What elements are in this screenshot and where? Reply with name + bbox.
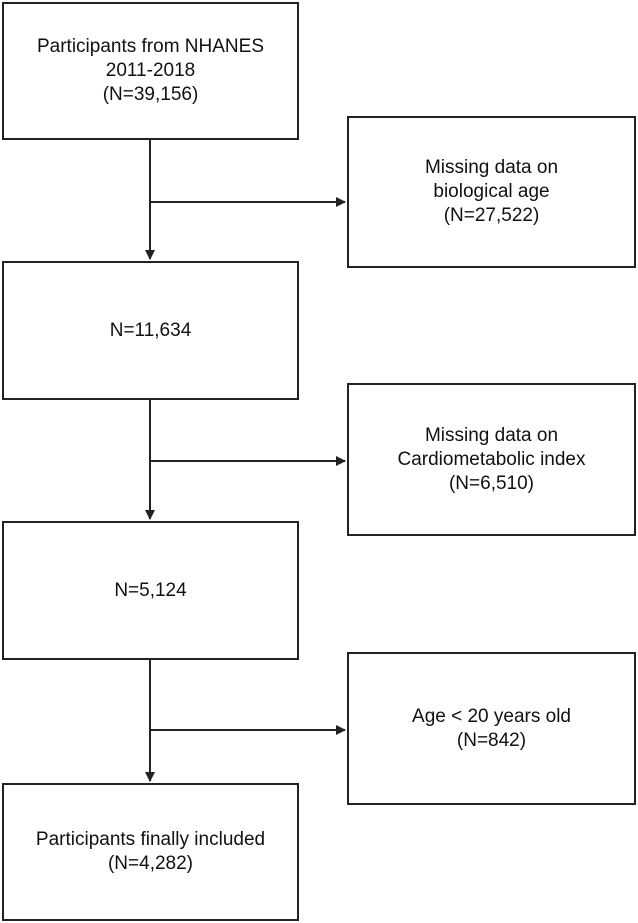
exclusion-1-line-2: biological age xyxy=(433,181,550,202)
box-initial-line-2: 2011-2018 xyxy=(105,60,196,81)
box-final-line-1: Participants finally included xyxy=(35,829,266,850)
box-initial-participants: Participants from NHANES 2011-2018 (N=39… xyxy=(2,2,299,140)
box-final-included: Participants finally included (N=4,282) xyxy=(2,783,299,921)
exclusion-2-line-1: Missing data on xyxy=(424,424,559,446)
box-after-biological-age: N=11,634 xyxy=(2,261,299,400)
exclusion-3-line-1: Age < 20 years old xyxy=(412,705,571,727)
exclusion-1-line-1: Missing data on xyxy=(424,157,559,178)
box-initial-line-1: Participants from NHANES xyxy=(36,36,264,57)
box-exclusion-cmi: Missing data on Cardiometabolic index (N… xyxy=(347,383,636,536)
exclusion-1-line-3: (N=27,522) xyxy=(443,205,540,226)
box-second-line-1: N=11,634 xyxy=(109,319,192,341)
exclusion-3-line-2: (N=842) xyxy=(456,729,527,751)
exclusion-2-line-3: (N=6,510) xyxy=(448,472,535,494)
box-final-line-2: (N=4,282) xyxy=(107,853,194,874)
exclusion-2-line-2: Cardiometabolic index xyxy=(397,448,586,470)
box-initial-line-3: (N=39,156) xyxy=(102,84,199,105)
box-exclusion-age: Age < 20 years old (N=842) xyxy=(347,652,636,805)
box-exclusion-biological-age: Missing data on biological age (N=27,522… xyxy=(347,116,636,268)
box-third-line-1: N=5,124 xyxy=(114,579,187,601)
box-after-cmi: N=5,124 xyxy=(2,521,299,660)
